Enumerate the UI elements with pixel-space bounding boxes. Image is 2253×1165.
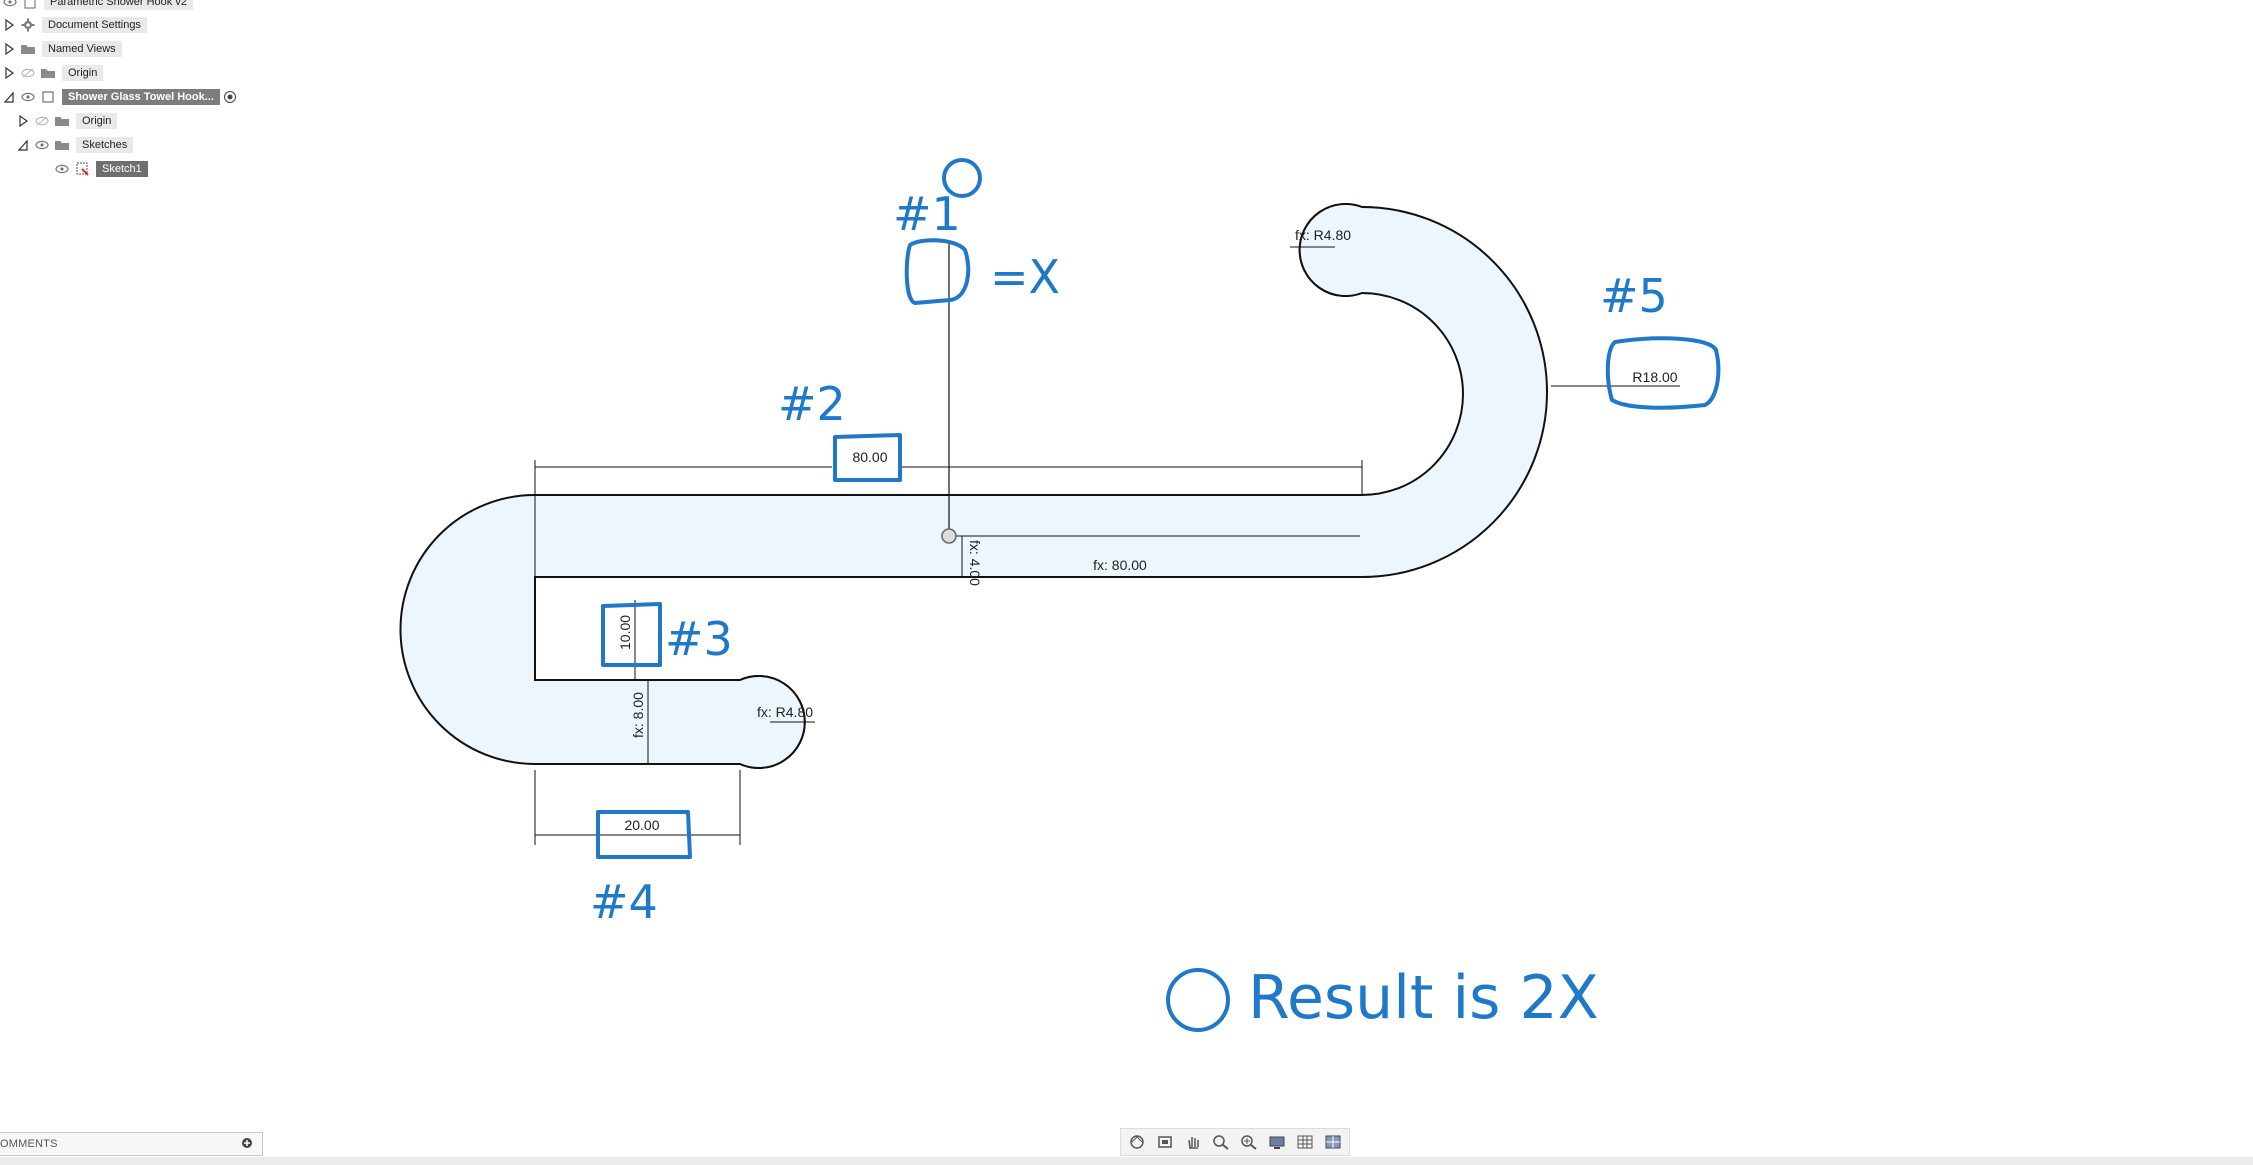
root-label[interactable]: Parametric Shower Hook v2 (44, 0, 193, 10)
expand-triangle-icon[interactable] (0, 16, 18, 34)
folder-icon (52, 136, 72, 154)
component-icon (38, 88, 58, 106)
origin-point[interactable] (941, 528, 957, 544)
tree-item-sketch1[interactable]: Sketch1 (52, 158, 148, 180)
document-icon (20, 0, 40, 11)
tree-item-named-views[interactable]: Named Views (0, 38, 122, 60)
add-comment-icon[interactable] (240, 1136, 254, 1150)
look-at-icon[interactable] (1153, 1131, 1177, 1153)
activate-radio-icon[interactable] (220, 88, 240, 106)
comments-label: OMMENTS (0, 1138, 58, 1150)
collapse-triangle-icon[interactable] (0, 88, 18, 106)
ink-result-text: Result is 2X (1248, 963, 1599, 1033)
status-strip (0, 1157, 2253, 1165)
ink-box-5 (1605, 336, 1721, 410)
ink-annotations (596, 158, 1721, 1032)
folder-icon (18, 40, 38, 58)
ink-label-3: #3 (665, 612, 733, 666)
tree-label-document-settings[interactable]: Document Settings (42, 17, 147, 33)
eye-icon[interactable] (32, 136, 52, 154)
ink-box-3 (601, 602, 662, 667)
folder-icon (52, 112, 72, 130)
tree-item-document-settings[interactable]: Document Settings (0, 14, 147, 36)
dim-width-label[interactable]: 20.00 (624, 817, 659, 833)
viewports-icon[interactable] (1321, 1131, 1345, 1153)
dim-fx-r-top-label[interactable]: fx: R4.80 (1295, 227, 1351, 243)
hook-outline (399, 203, 1548, 769)
collapse-triangle-icon[interactable] (14, 136, 32, 154)
pan-icon[interactable] (1181, 1131, 1205, 1153)
navigation-toolbar (1120, 1128, 1350, 1156)
ink-label-5: #5 (1600, 269, 1668, 323)
dim-r18-label[interactable]: R18.00 (1632, 369, 1677, 385)
tree-label-origin-sub[interactable]: Origin (76, 113, 118, 129)
eye-icon[interactable] (18, 88, 38, 106)
tree-label-sketches[interactable]: Sketches (76, 137, 134, 153)
tree-label-sketch1[interactable]: Sketch1 (96, 161, 148, 177)
tree-item-origin-sub[interactable]: Origin (14, 110, 118, 132)
tree-label-named-views[interactable]: Named Views (42, 41, 122, 57)
tree-label-origin[interactable]: Origin (62, 65, 104, 81)
ink-eq-x: =X (990, 250, 1060, 304)
expand-triangle-icon[interactable] (14, 112, 32, 130)
zoom-icon[interactable] (1209, 1131, 1233, 1153)
comments-panel[interactable]: OMMENTS (0, 1132, 263, 1156)
display-settings-icon[interactable] (1265, 1131, 1289, 1153)
folder-icon (38, 64, 58, 82)
tree-root[interactable]: Parametric Shower Hook v2 (0, 0, 193, 13)
eye-hidden-icon[interactable] (32, 112, 52, 130)
eye-hidden-icon[interactable] (18, 64, 38, 82)
browser-panel: Parametric Shower Hook v2 Document Setti… (0, 0, 330, 190)
sketch-icon (72, 160, 92, 178)
tree-item-sketches[interactable]: Sketches (14, 134, 134, 156)
ink-circle-result (1166, 968, 1230, 1032)
ink-circle-star (942, 158, 982, 198)
ink-box-2 (833, 433, 902, 482)
tree-label-component[interactable]: Shower Glass Towel Hook... (62, 89, 220, 105)
grid-icon[interactable] (1293, 1131, 1317, 1153)
fit-icon[interactable] (1237, 1131, 1261, 1153)
ink-label-1: #1 (893, 187, 961, 241)
eye-icon[interactable] (0, 0, 20, 11)
dim-gap-label[interactable]: 10.00 (617, 615, 633, 650)
dim-fx-8-label[interactable]: fx: 8.00 (630, 692, 646, 738)
ink-box-1 (904, 238, 971, 305)
tree-item-component[interactable]: Shower Glass Towel Hook... (0, 86, 240, 108)
expand-triangle-icon[interactable] (0, 64, 18, 82)
dim-fx-r-bottom-label[interactable]: fx: R4.80 (757, 704, 813, 720)
dim-fx-thickness-label[interactable]: fx: 4.00 (967, 540, 983, 586)
tree-item-origin[interactable]: Origin (0, 62, 104, 84)
orbit-icon[interactable] (1125, 1131, 1149, 1153)
ink-label-4: #4 (590, 875, 658, 929)
expand-triangle-icon[interactable] (0, 40, 18, 58)
dim-length-label[interactable]: 80.00 (852, 449, 887, 465)
ink-box-4 (596, 810, 692, 859)
dim-fx-length-label[interactable]: fx: 80.00 (1093, 557, 1147, 573)
ink-label-2: #2 (778, 377, 846, 431)
eye-icon[interactable] (52, 160, 72, 178)
gear-icon (18, 16, 38, 34)
